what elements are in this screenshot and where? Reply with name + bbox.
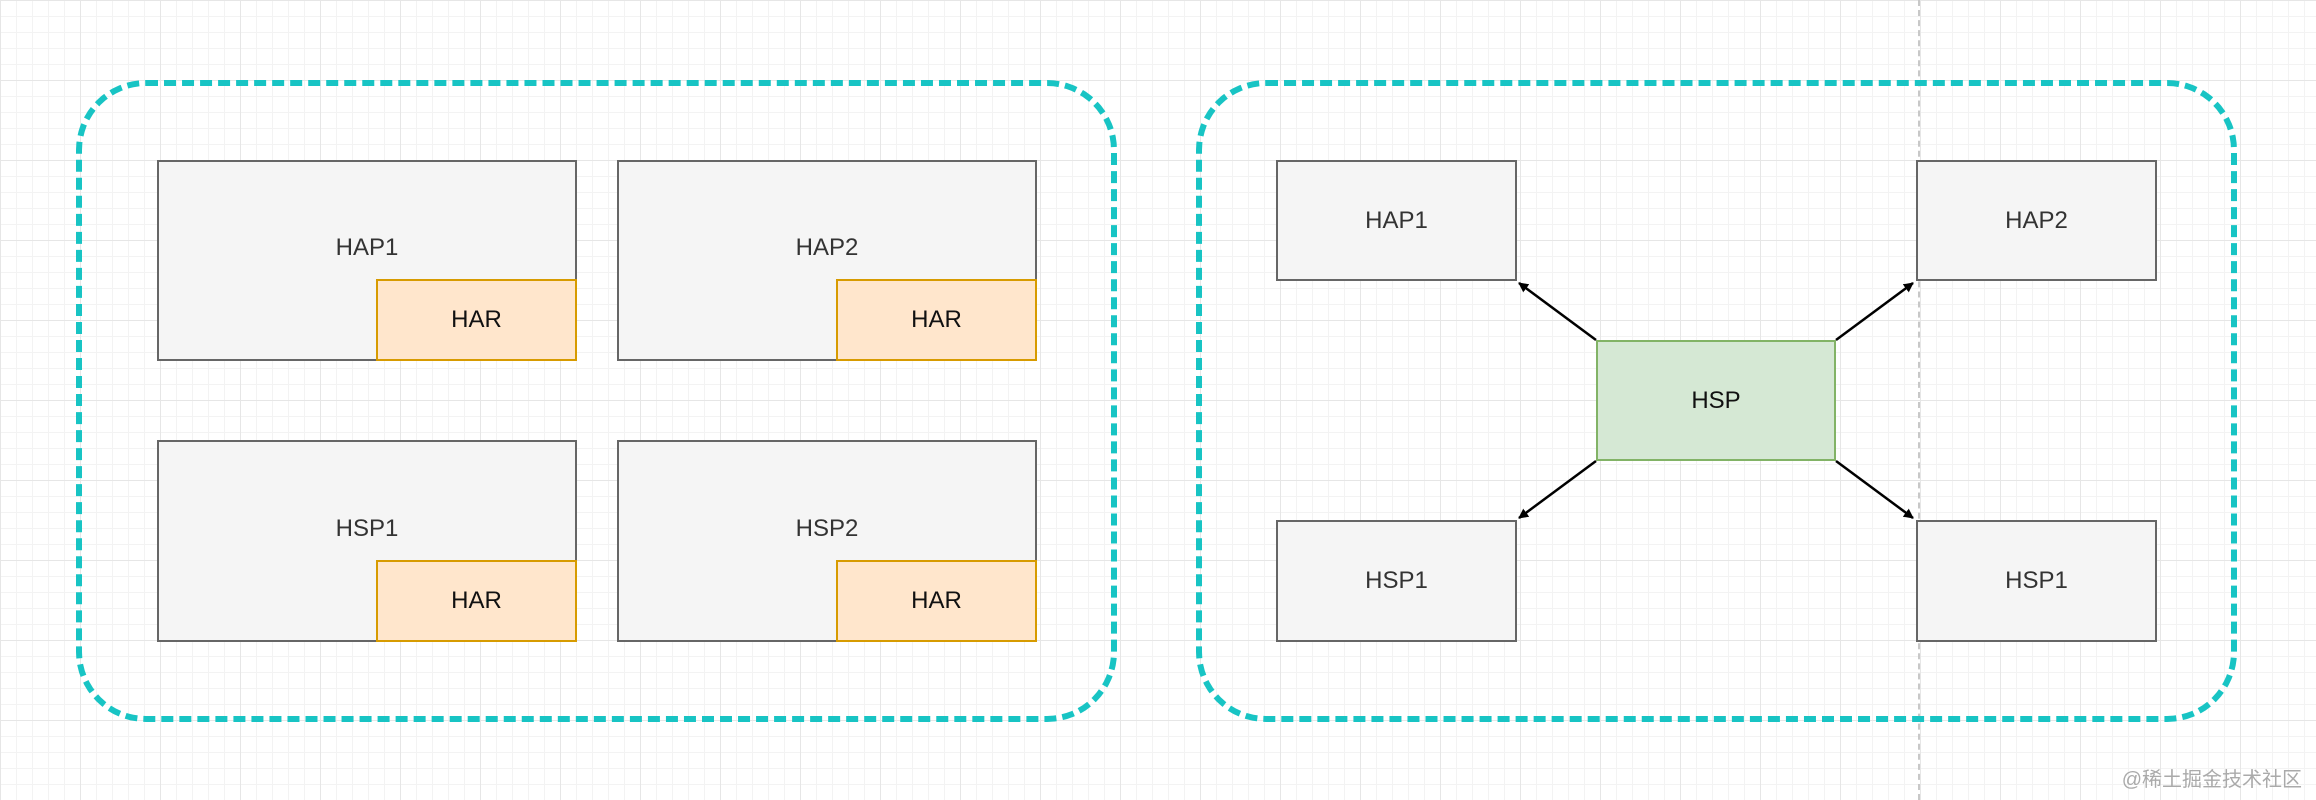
node-hap1[interactable]: HAP1 [1276,160,1517,281]
left-group-container [76,80,1117,722]
hsp-hub-node[interactable]: HSP [1596,340,1836,461]
arrow-hsp-to-hap1 [1518,281,1597,342]
arrow-hsp-to-hap2 [1835,281,1914,342]
node-hap2-label: HAP2 [2005,206,2068,234]
node-hsp1-right[interactable]: HSP1 [1916,520,2157,642]
node-hsp1-left-label: HSP1 [1365,567,1428,594]
hsp2-har-package[interactable]: HAR [836,560,1037,642]
hsp1-label: HSP1 [335,515,399,542]
hap1-label: HAP1 [335,234,399,261]
page-guide-line [1918,0,1920,800]
hsp1-har-package[interactable]: HAR [376,560,577,642]
node-hsp1-right-label: HSP1 [2005,567,2068,594]
watermark: @稀土掘金技术社区 [2121,769,2302,791]
node-hsp1-left[interactable]: HSP1 [1276,520,1517,642]
hap2-har-package[interactable]: HAR [836,279,1037,361]
hap2-label: HAP2 [795,234,859,261]
hsp2-label: HSP2 [795,515,859,542]
node-hap2[interactable]: HAP2 [1916,160,2157,281]
node-hap1-label: HAP1 [1365,206,1428,234]
hap1-har-package[interactable]: HAR [376,279,577,361]
right-group-container [1196,80,2237,722]
arrow-hsp-to-hsp1-left [1518,459,1597,520]
arrow-hsp-to-hsp1-right [1835,459,1914,520]
